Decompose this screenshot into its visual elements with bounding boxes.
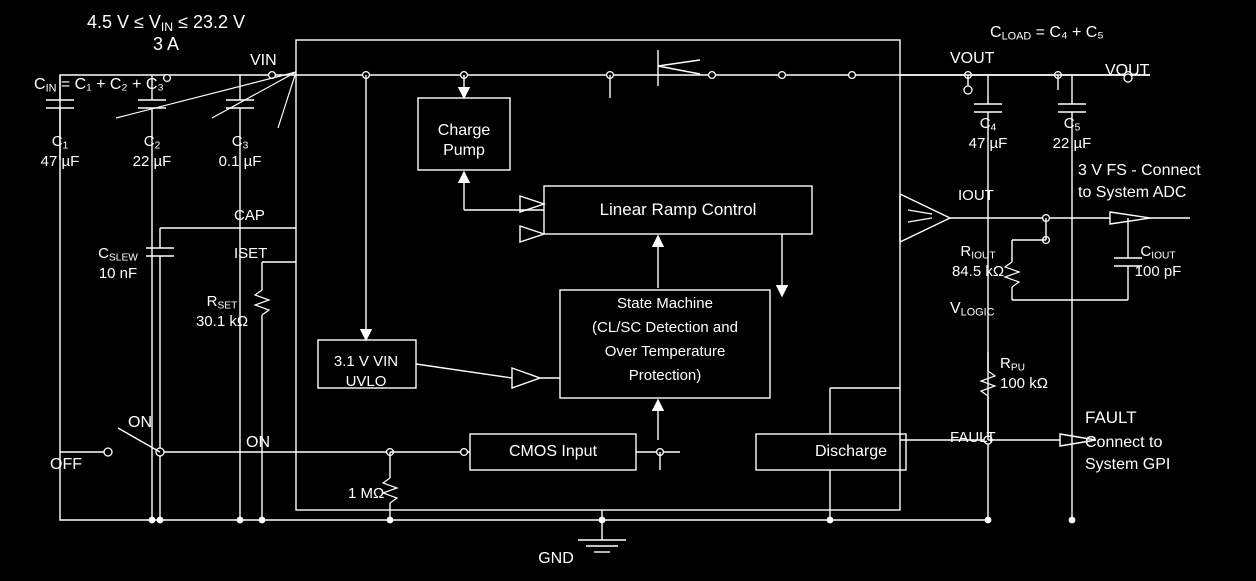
pin-label-on: ON	[246, 434, 270, 451]
component-riout-value: 84.5 kΩ	[951, 263, 1005, 280]
fault-note-title: FAULT	[1085, 408, 1137, 427]
input-current-spec: 3 A	[152, 34, 180, 54]
component-ciout-ref: CIOUT	[1140, 243, 1176, 262]
block-state-machine-line3: Over Temperature	[604, 343, 726, 360]
component-c2-ref: C2	[143, 133, 161, 152]
input-spec-suffix: ≤ 23.2 V	[173, 12, 246, 32]
pin-label-iset: ISET	[234, 245, 268, 262]
component-c5-ref: C5	[1063, 115, 1081, 134]
block-linear-ramp-control: Linear Ramp Control	[599, 200, 757, 219]
block-charge-pump-line1: Charge	[437, 122, 491, 139]
cin-suffix: = C₁ + C₂ + C₃	[56, 76, 164, 93]
cin-prefix: C	[34, 76, 46, 93]
cload-equation: CLOAD = C₄ + C₅	[990, 24, 1104, 43]
component-cslew-value: 10 nF	[98, 265, 138, 282]
fault-note-line1: Connect to	[1085, 434, 1163, 451]
block-uvlo-line1: 3.1 V VIN	[333, 353, 399, 370]
component-riout-ref: RIOUT	[960, 243, 996, 262]
block-state-machine-line4: Protection)	[628, 367, 702, 384]
block-charge-pump-line2: Pump	[443, 142, 485, 159]
cin-equation: CIN = C₁ + C₂ + C₃	[34, 76, 164, 95]
input-spec-prefix: 4.5 V ≤ V	[86, 12, 161, 32]
block-cmos-input: CMOS Input	[508, 443, 598, 460]
component-c5-value: 22 µF	[1052, 135, 1092, 152]
component-rset-ref: RSET	[206, 293, 238, 312]
input-spec-subscript: IN	[160, 20, 174, 35]
component-c4-ref: C4	[979, 115, 997, 134]
pin-label-iout: IOUT	[958, 187, 994, 204]
component-c2-value: 22 µF	[132, 153, 172, 170]
adc-note-line2: to System ADC	[1078, 184, 1187, 201]
component-cslew-ref: CSLEW	[98, 245, 138, 264]
pin-label-vout-left: VOUT	[950, 50, 995, 67]
block-state-machine-line1: State Machine	[617, 295, 713, 312]
component-rpu-ref: RPU	[1000, 355, 1025, 374]
component-c1-value: 47 µF	[40, 153, 80, 170]
adc-note-line1: 3 V FS - Connect	[1078, 162, 1201, 179]
switch-on-label[interactable]: ON	[128, 414, 152, 431]
component-ciout-value: 100 pF	[1134, 263, 1182, 280]
component-c3-ref: C3	[231, 133, 249, 152]
fault-note-line2: System GPI	[1085, 456, 1171, 473]
node-label-vout-right: VOUT	[1105, 62, 1150, 79]
component-rpu-value: 100 kΩ	[1000, 375, 1048, 392]
block-uvlo-line2: UVLO	[345, 373, 387, 390]
pin-label-gnd: GND	[538, 550, 574, 567]
switch-off-label[interactable]: OFF	[50, 456, 82, 473]
component-rset-value: 30.1 kΩ	[195, 313, 249, 330]
input-voltage-spec: 4.5 V ≤ VIN ≤ 23.2 V	[87, 12, 245, 35]
block-state-machine-line2: (CL/SC Detection and	[592, 319, 738, 336]
block-discharge: Discharge	[814, 443, 888, 460]
vlogic-label: VLOGIC	[950, 300, 995, 319]
pin-label-fault: FAULT	[950, 429, 996, 446]
component-c4-value: 47 µF	[968, 135, 1008, 152]
cin-subscript: IN	[45, 82, 57, 95]
component-pulldown-value: 1 MΩ	[348, 485, 385, 502]
pin-label-vin: VIN	[250, 52, 277, 69]
component-c3-value: 0.1 µF	[218, 153, 262, 170]
pin-label-cap: CAP	[234, 207, 265, 224]
component-c1-ref: C1	[51, 133, 69, 152]
